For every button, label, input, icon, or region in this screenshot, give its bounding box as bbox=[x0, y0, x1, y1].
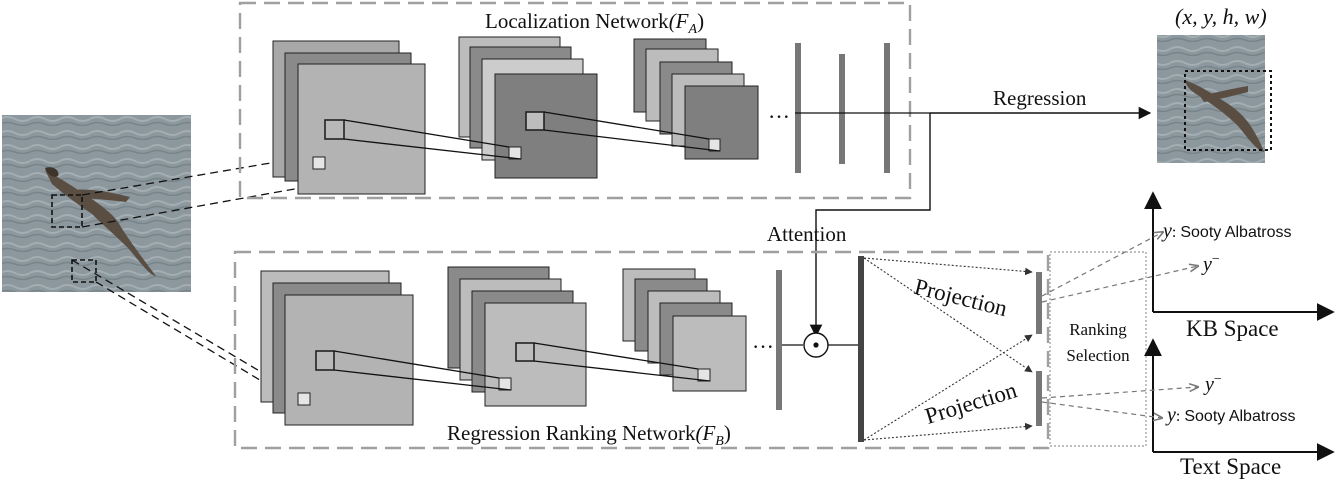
text-negative-label: y− bbox=[1205, 372, 1222, 397]
kb-space-axes bbox=[1144, 191, 1335, 321]
bbox-label: (x, y, h, w) bbox=[1175, 4, 1267, 29]
text-space-title: Text Space bbox=[1180, 454, 1282, 479]
odot-dot-icon bbox=[813, 342, 819, 348]
rank-feature-block-1 bbox=[260, 270, 414, 426]
kb-positive-sep: : bbox=[1171, 224, 1177, 241]
text-space-embedding-arrows bbox=[1041, 387, 1198, 418]
localization-network-close: ) bbox=[697, 9, 705, 33]
rank-connection-lines bbox=[333, 342, 711, 391]
loc-ellipsis: ··· bbox=[768, 104, 790, 129]
kb-space-title: KB Space bbox=[1186, 316, 1279, 341]
attention-arrow bbox=[809, 113, 931, 338]
ranking-network-close: ) bbox=[723, 421, 731, 445]
kb-negative-label: y− bbox=[1203, 252, 1220, 277]
localization-network-label: Localization Network(FA) bbox=[485, 9, 704, 38]
loc-feature-block-1 bbox=[272, 40, 426, 195]
cropped-image bbox=[1157, 35, 1272, 163]
text-positive-var: y bbox=[1167, 404, 1176, 426]
loc-feature-block-3 bbox=[633, 38, 759, 160]
text-projection-bar bbox=[1036, 371, 1042, 426]
kb-space-embedding-arrows bbox=[1041, 232, 1198, 303]
loc-feature-block-2 bbox=[458, 36, 598, 179]
text-negative-sup: − bbox=[1213, 372, 1222, 387]
ranking-network-title: Regression Ranking Network bbox=[447, 421, 696, 445]
regression-label: Regression bbox=[993, 86, 1087, 110]
crop-box-bird bbox=[51, 194, 83, 228]
ranking-selection-line1: Ranking bbox=[1069, 320, 1127, 339]
bbox-outline bbox=[1184, 70, 1272, 151]
ranking-selection-label: Ranking Selection bbox=[1058, 317, 1138, 369]
joint-feature-bar bbox=[858, 256, 864, 442]
ranking-network-subscript: B bbox=[715, 434, 724, 450]
text-negative-var: y bbox=[1205, 373, 1214, 396]
ranking-network-label: Regression Ranking Network(FB) bbox=[447, 421, 731, 450]
input-image bbox=[2, 115, 191, 292]
text-positive-text: Sooty Albatross bbox=[1184, 408, 1296, 425]
text-positive-label: y: Sooty Albatross bbox=[1167, 404, 1296, 427]
crop-box-background bbox=[71, 259, 97, 283]
localization-network-title: Localization Network bbox=[485, 9, 669, 33]
kb-positive-text: Sooty Albatross bbox=[1180, 224, 1292, 241]
cropped-bird-silhouette bbox=[1185, 80, 1264, 152]
loc-connection-lines bbox=[343, 111, 721, 160]
bird-silhouette bbox=[45, 167, 156, 276]
kb-negative-sup: − bbox=[1211, 252, 1220, 267]
localization-network-subscript: A bbox=[688, 22, 698, 38]
ranking-network-symbol: (F bbox=[695, 421, 716, 445]
rank-fc-layer bbox=[776, 270, 782, 410]
localization-network-symbol: (F bbox=[668, 9, 689, 33]
ranking-selection-line2: Selection bbox=[1066, 346, 1130, 365]
rank-feature-block-2 bbox=[447, 266, 587, 407]
kb-projection-bar bbox=[1036, 272, 1042, 334]
text-positive-sep: : bbox=[1175, 408, 1181, 425]
projection-lines bbox=[863, 257, 1033, 441]
attention-label: Attention bbox=[767, 222, 847, 246]
kb-positive-var: y bbox=[1163, 220, 1172, 242]
rank-ellipsis: ··· bbox=[752, 334, 774, 359]
kb-negative-var: y bbox=[1203, 253, 1212, 276]
rank-feature-block-3 bbox=[622, 268, 747, 392]
ranking-network-box bbox=[233, 250, 1050, 450]
loc-fc-layers bbox=[795, 43, 890, 173]
localization-network-box bbox=[238, 1, 912, 200]
text-space-axes bbox=[1144, 338, 1335, 461]
kb-positive-label: y: Sooty Albatross bbox=[1163, 220, 1292, 243]
